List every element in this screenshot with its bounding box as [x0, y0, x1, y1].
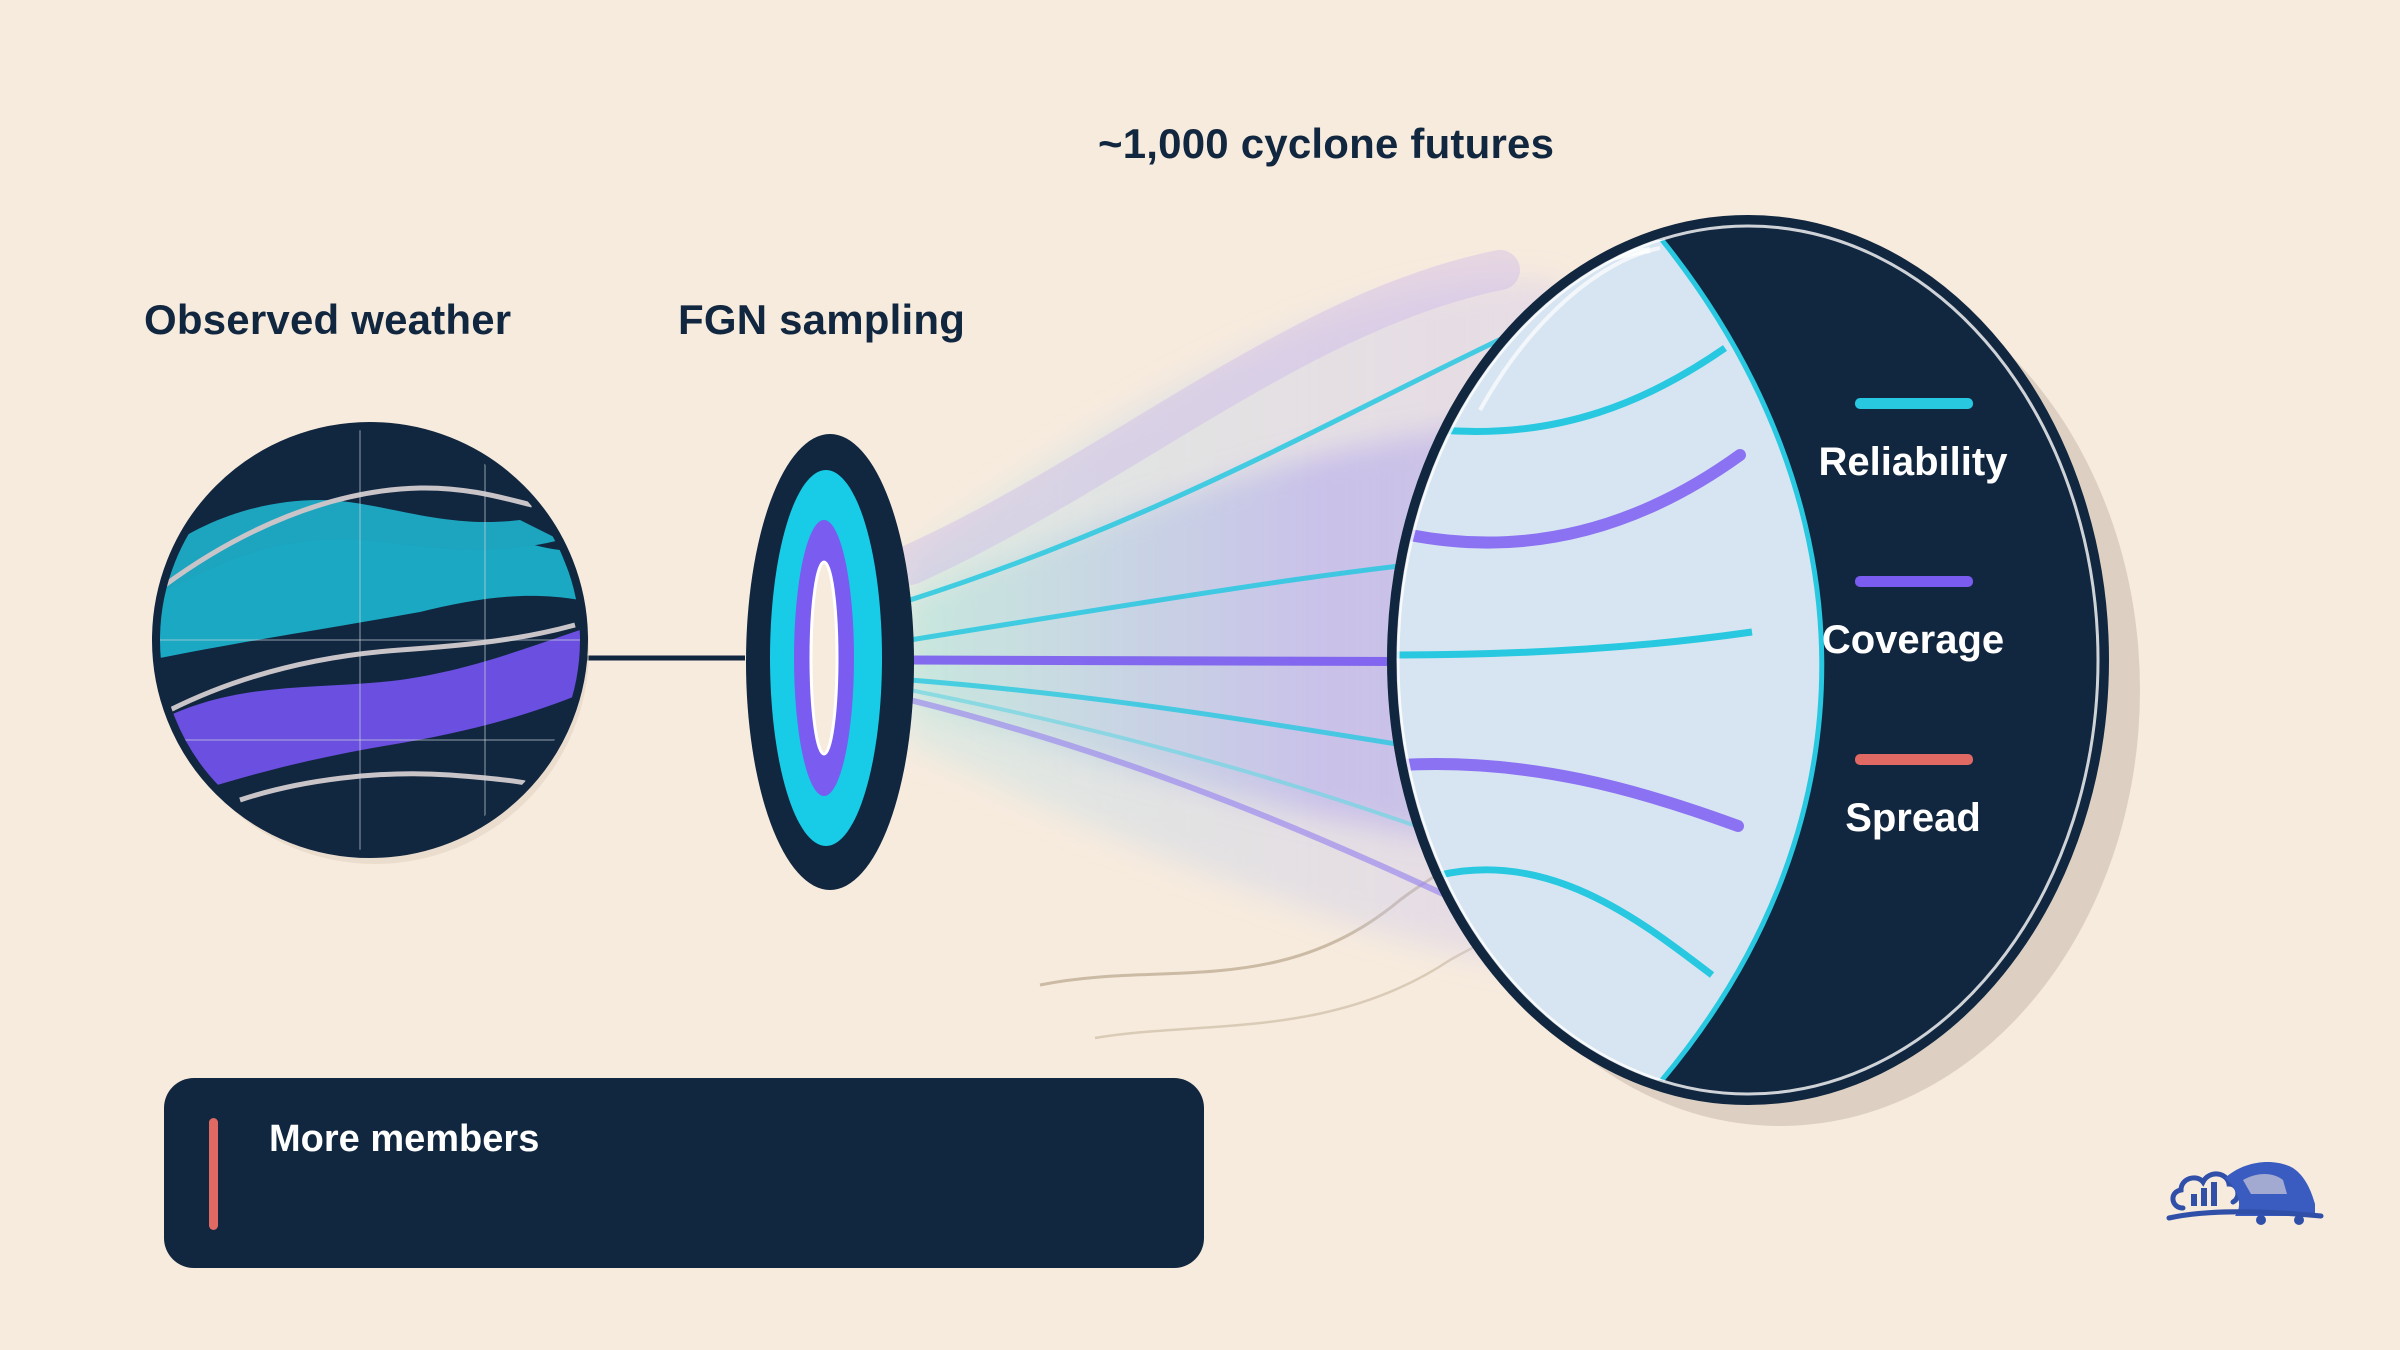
legend-label-spread: Spread — [1845, 796, 1981, 840]
note-panel: More members — [164, 1078, 1204, 1268]
fgn-sampling-label: FGN sampling — [678, 296, 966, 343]
future-track — [1404, 449, 1746, 549]
globe-icon — [152, 422, 589, 864]
note-text: More members — [269, 1118, 540, 1160]
legend-swatch-spread — [1855, 754, 1973, 765]
observed-weather-label: Observed weather — [144, 296, 512, 343]
legend-label-coverage: Coverage — [1821, 618, 2005, 662]
ensemble-lens-icon — [1387, 215, 2109, 1105]
cyclone-futures-label: ~1,000 cyclone futures — [1098, 120, 1555, 167]
future-track — [1439, 345, 1727, 436]
legend-swatch-coverage — [1855, 576, 1973, 587]
note-accent-bar — [209, 1118, 218, 1230]
legend-label-reliability: Reliability — [1818, 440, 2008, 484]
ring-lens-icon — [746, 434, 914, 890]
legend-swatch-reliability — [1855, 398, 1973, 409]
future-track — [1394, 758, 1744, 832]
future-track — [1394, 628, 1753, 659]
future-track — [1439, 866, 1715, 978]
cloud-chart-logo — [2166, 1162, 2324, 1225]
